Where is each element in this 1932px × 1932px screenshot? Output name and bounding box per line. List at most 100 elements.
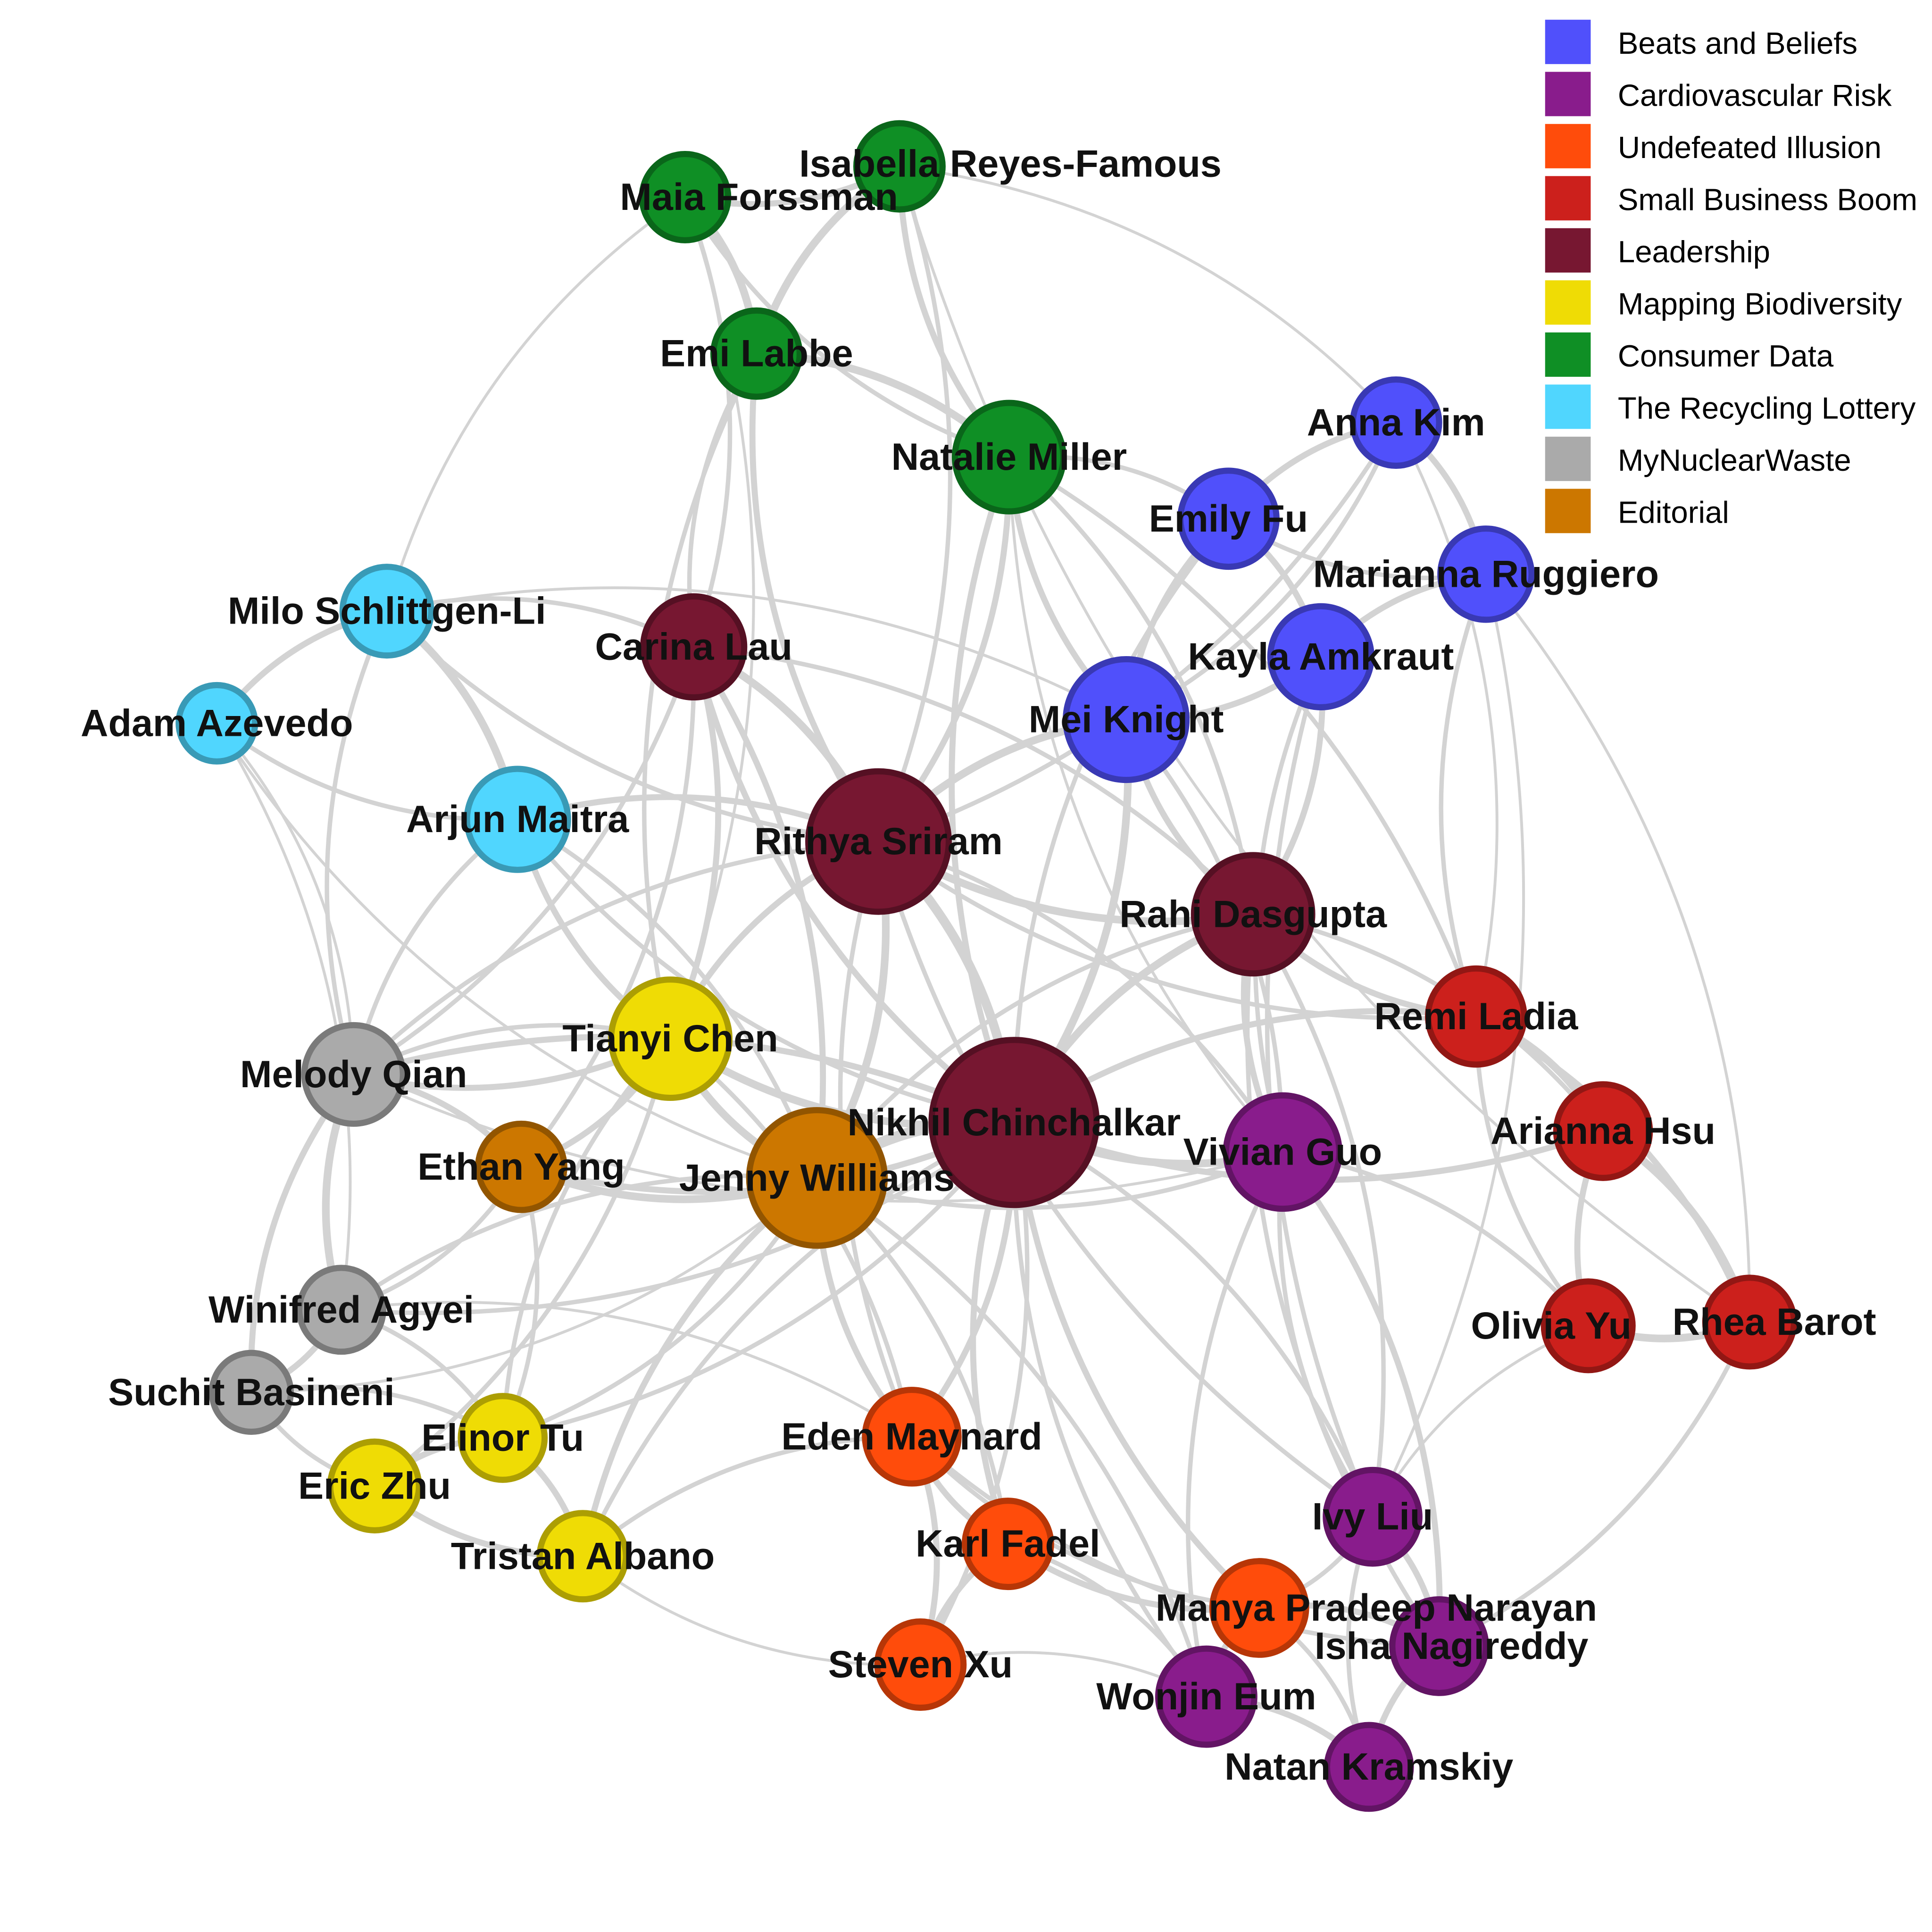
edge-anna-rithya — [876, 420, 1399, 844]
edge-milo-melody — [325, 608, 389, 1077]
edge-elinor-tianyi — [500, 1036, 673, 1441]
node-tianyi-chen[interactable] — [608, 976, 733, 1101]
edge-isabella-rhea — [898, 165, 1751, 1324]
node-label-ivy-liu: Ivy Liu — [1312, 1496, 1433, 1538]
node-vivian-guo[interactable] — [1223, 1092, 1343, 1212]
node-label-rahi-dasgupta: Rahi Dasgupta — [1119, 893, 1387, 935]
nodes-layer — [175, 120, 1797, 1812]
edge-carina-melody — [351, 644, 696, 1077]
node-marianna-ruggiero[interactable] — [1437, 525, 1535, 623]
node-label-eden-maynard: Eden Maynard — [781, 1416, 1042, 1458]
node-eric-zhu[interactable] — [327, 1438, 422, 1533]
node-label-natalie-miller: Natalie Miller — [891, 436, 1127, 478]
node-emi-labbe[interactable] — [710, 307, 803, 400]
node-label-rithya-sriram: Rithya Sriram — [754, 820, 1003, 863]
node-label-ethan-yang: Ethan Yang — [417, 1146, 625, 1188]
node-suchit-basineni[interactable] — [208, 1349, 294, 1435]
node-label-melody-qian: Melody Qian — [240, 1053, 467, 1096]
edge-marianna-remi — [1439, 572, 1489, 1019]
node-label-vivian-guo: Vivian Guo — [1183, 1131, 1382, 1173]
node-olivia-yu[interactable] — [1541, 1278, 1636, 1374]
node-carina-lau[interactable] — [640, 593, 748, 701]
node-label-kayla-amkraut: Kayla Amkraut — [1188, 635, 1454, 678]
node-rithya-sriram[interactable] — [805, 768, 952, 915]
node-label-wonjin-eum: Wonjin Eum — [1096, 1675, 1316, 1718]
node-rahi-dasgupta[interactable] — [1191, 852, 1316, 977]
edge-nikhil-elinor — [500, 1120, 1016, 1441]
edge-carina-jenny — [691, 644, 826, 1181]
node-isabella-reyes-famous[interactable] — [853, 120, 946, 213]
node-natan-kramskiy[interactable] — [1324, 1722, 1414, 1812]
node-rhea-barot[interactable] — [1702, 1274, 1797, 1370]
node-nikhil-chinchalkar[interactable] — [928, 1037, 1100, 1208]
node-label-tristan-albano: Tristan Albano — [451, 1535, 715, 1577]
legend-swatch-small-business-boom — [1545, 176, 1591, 221]
edge-arjun-jenny — [515, 817, 819, 1181]
edge-rahi-ivy — [1250, 912, 1386, 1519]
edge-kayla-ivy — [1265, 654, 1375, 1519]
edge-tristan-eden — [580, 1434, 914, 1558]
edge-tristan-steven — [581, 1555, 922, 1666]
node-label-tianyi-chen: Tianyi Chen — [562, 1017, 778, 1060]
node-maia-forssman[interactable] — [639, 151, 732, 243]
node-milo-schlittgen-li[interactable] — [339, 564, 434, 659]
legend-swatch-mapping-biodiversity — [1545, 280, 1591, 325]
edge-anna-remi — [1394, 421, 1499, 1018]
legend-swatch-beats-and-beliefs — [1545, 19, 1591, 64]
legend-swatch-editorial — [1545, 489, 1591, 533]
node-tristan-albano[interactable] — [536, 1510, 629, 1603]
node-isha-nagireddy[interactable] — [1389, 1596, 1489, 1696]
node-mei-knight[interactable] — [1063, 656, 1190, 783]
node-melody-qian[interactable] — [301, 1022, 406, 1127]
node-label-milo-schlittgen-li: Milo Schlittgen-Li — [228, 590, 546, 633]
node-eden-maynard[interactable] — [862, 1387, 962, 1487]
legend-label: Beats and Beliefs — [1618, 26, 1857, 60]
legend-label: Mapping Biodiversity — [1618, 286, 1902, 321]
legend-swatch-the-recycling-lottery — [1545, 384, 1591, 429]
node-label-nikhil-chinchalkar: Nikhil Chinchalkar — [848, 1101, 1181, 1144]
node-remi-ladia[interactable] — [1425, 965, 1527, 1068]
edge-marianna-ivy — [1371, 573, 1525, 1518]
node-label-jenny-williams: Jenny Williams — [679, 1157, 955, 1199]
edge-nikhil-winifred — [339, 1120, 1016, 1316]
node-arjun-maitra[interactable] — [464, 766, 571, 873]
node-winifred-agyei[interactable] — [296, 1265, 386, 1355]
edge-vivian-isha — [1279, 1149, 1443, 1649]
edge-isabella-rithya — [876, 164, 953, 844]
edge-isabella-anna — [898, 165, 1398, 425]
node-manya-pradeep-narayan[interactable] — [1209, 1558, 1309, 1658]
node-elinor-tu[interactable] — [458, 1393, 548, 1483]
node-wonjin-eum[interactable] — [1155, 1645, 1257, 1748]
legend-swatch-undefeated-illusion — [1545, 124, 1591, 168]
node-emily-fu[interactable] — [1177, 467, 1280, 570]
node-kayla-amkraut[interactable] — [1267, 603, 1374, 710]
node-arianna-hsu[interactable] — [1553, 1081, 1653, 1181]
node-label-olivia-yu: Olivia Yu — [1471, 1305, 1632, 1347]
edge-vivian-wonjin — [1186, 1149, 1285, 1699]
edge-milo-rithya — [384, 608, 881, 844]
edge-winifred-jenny — [339, 1173, 819, 1312]
node-natalie-miller[interactable] — [951, 400, 1066, 515]
legend-label: Undefeated Illusion — [1618, 130, 1882, 165]
node-adam-azevedo[interactable] — [175, 682, 258, 765]
node-karl-fadel[interactable] — [961, 1498, 1054, 1591]
edge-carina-ethan — [519, 644, 696, 1169]
legend-label: Editorial — [1618, 495, 1729, 529]
node-steven-xu[interactable] — [874, 1618, 967, 1711]
edge-emi-rithya — [749, 350, 882, 845]
node-anna-kim[interactable] — [1349, 376, 1442, 469]
node-label-manya-pradeep-narayan: Manya Pradeep Narayan — [1156, 1587, 1597, 1629]
edge-natalie-vivian — [1008, 456, 1284, 1154]
node-label-maia-forssman: Maia Forssman — [620, 176, 898, 218]
node-label-carina-lau: Carina Lau — [595, 625, 792, 668]
node-ivy-liu[interactable] — [1323, 1466, 1423, 1567]
node-jenny-williams[interactable] — [746, 1107, 888, 1249]
node-label-mei-knight: Mei Knight — [1029, 699, 1224, 741]
node-label-remi-ladia: Remi Ladia — [1374, 995, 1578, 1038]
node-ethan-yang[interactable] — [475, 1120, 567, 1213]
edge-rhea-isha — [1437, 1320, 1752, 1649]
edge-adam-jenny — [215, 722, 818, 1180]
node-label-emi-labbe: Emi Labbe — [660, 333, 853, 375]
